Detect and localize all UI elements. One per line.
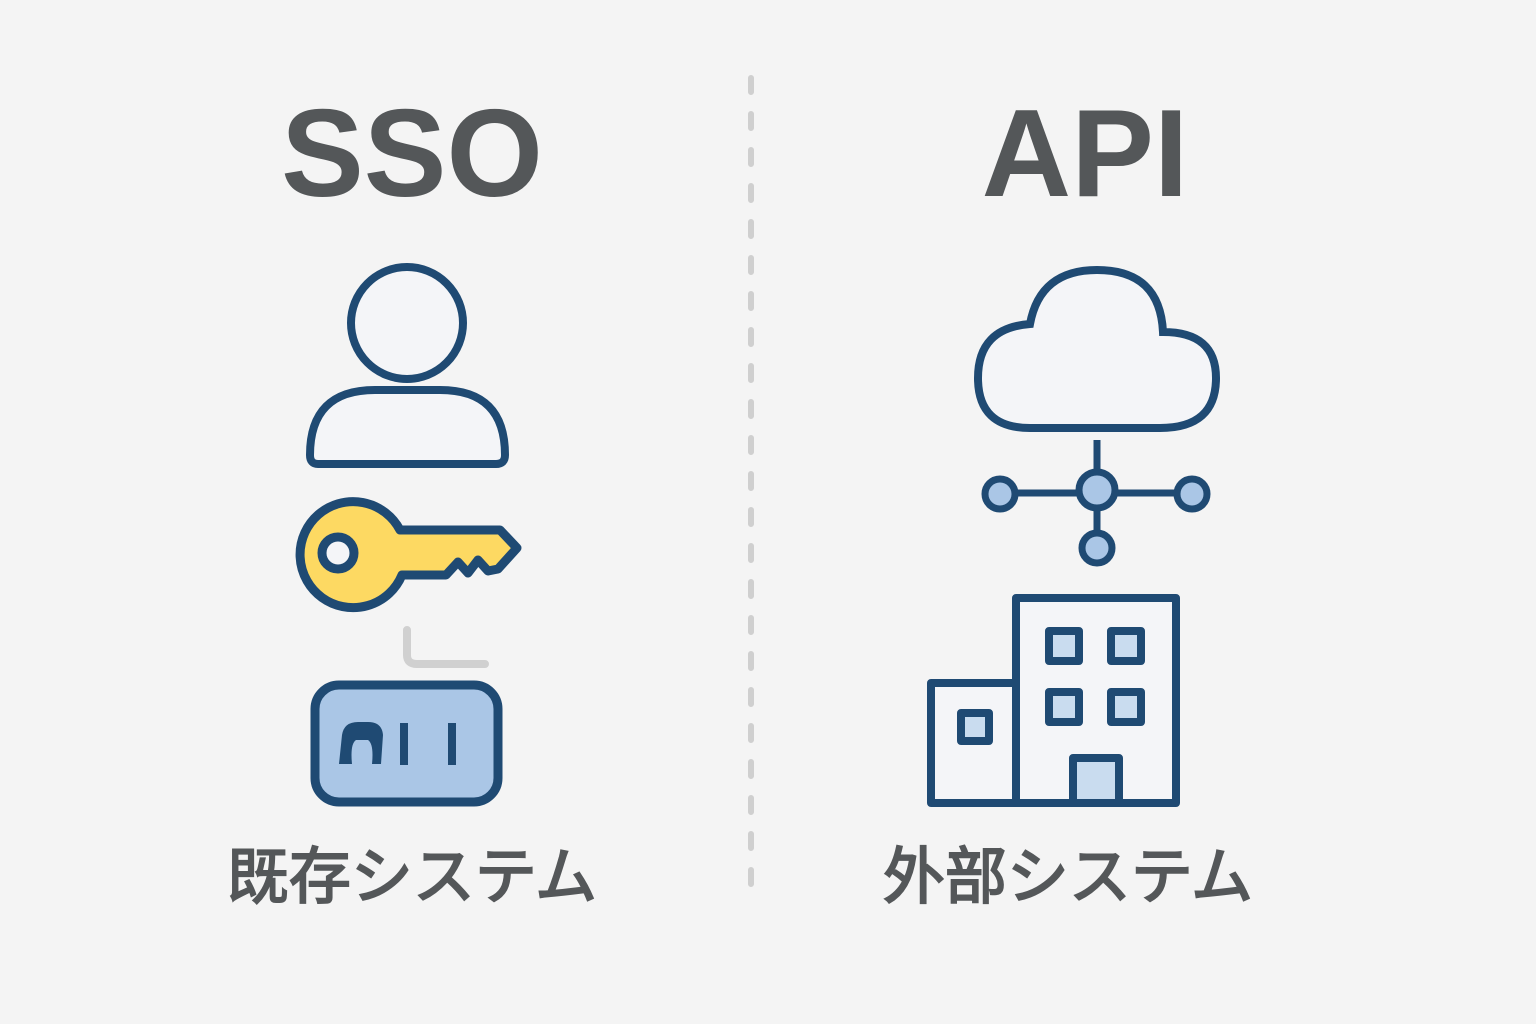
network-node-icon xyxy=(981,440,1211,567)
existing-system-label: 既存システム xyxy=(227,840,597,913)
api-title: API xyxy=(982,85,1189,223)
user-icon xyxy=(305,263,510,468)
connector-line xyxy=(403,626,489,668)
key-icon xyxy=(295,497,522,613)
sso-title: SSO xyxy=(281,85,543,223)
external-system-label: 外部システム xyxy=(883,840,1253,913)
cloud-icon xyxy=(973,265,1221,432)
server-icon xyxy=(310,680,503,807)
building-icon xyxy=(927,594,1180,807)
